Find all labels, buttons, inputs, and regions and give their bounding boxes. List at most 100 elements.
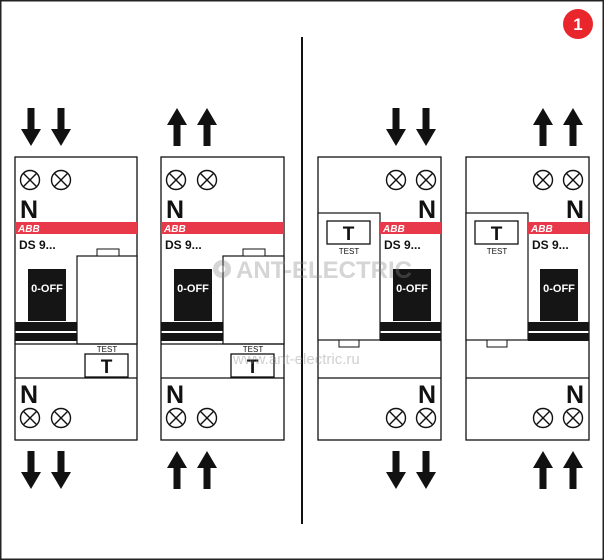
neutral-label-top: N (166, 196, 184, 224)
neutral-label-top: N (418, 196, 436, 224)
neutral-label-top: N (20, 196, 38, 224)
brand-stripe (161, 222, 284, 234)
neutral-label-bottom: N (566, 381, 584, 409)
rcd-module (76, 255, 138, 345)
rcd-module (222, 255, 285, 345)
terminal-screw-icon (196, 407, 218, 429)
top-arrow-3 (386, 108, 436, 146)
model-label: DS 9... (384, 238, 421, 252)
module-tab (486, 339, 508, 348)
dark-band (15, 322, 77, 331)
arrow-up-icon (533, 451, 553, 489)
step-badge: 1 (563, 9, 593, 39)
arrow-down-icon (416, 451, 436, 489)
device-4: N T TEST ABB DS 9... 0-OFF N (465, 108, 590, 489)
arrow-up-icon (167, 451, 187, 489)
test-caption: TEST (487, 247, 508, 256)
arrow-up-icon (167, 108, 187, 146)
test-button-label: T (343, 224, 355, 245)
terminal-screw-icon (385, 169, 407, 191)
bottom-arrow-2 (167, 451, 217, 489)
terminal-screw-icon (415, 407, 437, 429)
terminal-screw-icon (532, 169, 554, 191)
neutral-label-bottom: N (20, 381, 38, 409)
bottom-arrow-3 (386, 451, 436, 489)
arrow-down-icon (51, 108, 71, 146)
terminal-screw-icon (562, 169, 584, 191)
model-label: DS 9... (532, 238, 569, 252)
test-button-label: T (101, 357, 113, 378)
brand-stripe (15, 222, 137, 234)
switch-handle[interactable] (28, 269, 66, 321)
terminal-screw-icon (532, 407, 554, 429)
watermark-name: ANT-ELECTRIC (236, 257, 412, 284)
dark-band (380, 322, 441, 331)
test-button[interactable] (84, 353, 129, 378)
terminal-screw-icon (562, 407, 584, 429)
dark-band (161, 322, 223, 331)
device-2: N ABB DS 9... 0-OFF TEST T N (160, 108, 285, 489)
brand-stripe (380, 222, 441, 234)
terminal-screw-icon (50, 407, 72, 429)
arrow-down-icon (386, 108, 406, 146)
neutral-label-bottom: N (418, 381, 436, 409)
module-tab (242, 248, 266, 257)
terminal-screw-icon (415, 169, 437, 191)
test-button[interactable] (230, 353, 275, 378)
test-button[interactable] (474, 220, 519, 245)
handle-position-label: 0-OFF (396, 283, 428, 295)
arrow-down-icon (51, 451, 71, 489)
test-button-label: T (491, 224, 503, 245)
arrow-down-icon (386, 451, 406, 489)
dark-band (161, 333, 223, 341)
brand-stripe (528, 222, 589, 234)
module-tab (338, 339, 360, 348)
terminal-screw-icon (385, 407, 407, 429)
arrow-down-icon (416, 108, 436, 146)
neutral-label-top: N (566, 196, 584, 224)
badge-circle (563, 9, 593, 39)
model-label: DS 9... (165, 238, 202, 252)
dark-band (380, 333, 441, 341)
handle-position-label: 0-OFF (31, 283, 63, 295)
test-caption: TEST (339, 247, 360, 256)
test-caption: TEST (243, 345, 264, 354)
device-1: N ABB DS 9... 0-OFF TEST T N (14, 108, 138, 489)
device-3: N T TEST ABB DS 9... 0-OFF N (317, 108, 442, 489)
model-label: DS 9... (19, 238, 56, 252)
brand-logo: ABB (382, 224, 405, 235)
dark-band (528, 333, 589, 341)
neutral-label-bottom: N (166, 381, 184, 409)
arrow-up-icon (563, 451, 583, 489)
switch-handle[interactable] (540, 269, 578, 321)
top-arrow-2 (167, 108, 217, 146)
dark-band (15, 333, 77, 341)
terminal-screw-icon (19, 169, 41, 191)
bottom-arrow-4 (533, 451, 583, 489)
top-arrow-4 (533, 108, 583, 146)
badge-number: 1 (573, 15, 582, 34)
switch-handle[interactable] (393, 269, 431, 321)
switch-handle[interactable] (174, 269, 212, 321)
test-button[interactable] (326, 220, 371, 245)
terminal-screw-icon (196, 169, 218, 191)
top-arrow-1 (21, 108, 71, 146)
brand-logo: ABB (163, 224, 186, 235)
brand-logo: ABB (17, 224, 40, 235)
arrow-up-icon (563, 108, 583, 146)
watermark-url: www.ant-electric.ru (232, 351, 360, 368)
terminal-screw-icon (50, 169, 72, 191)
handle-position-label: 0-OFF (543, 283, 575, 295)
brand-logo: ABB (530, 224, 553, 235)
dark-band (528, 322, 589, 331)
terminal-screw-icon (19, 407, 41, 429)
bottom-arrow-1 (21, 451, 71, 489)
test-button-label: T (247, 357, 259, 378)
arrow-up-icon (533, 108, 553, 146)
watermark: ANT-ELECTRIC www.ant-electric.ru (213, 257, 412, 368)
arrow-down-icon (21, 451, 41, 489)
gear-icon (213, 260, 231, 278)
